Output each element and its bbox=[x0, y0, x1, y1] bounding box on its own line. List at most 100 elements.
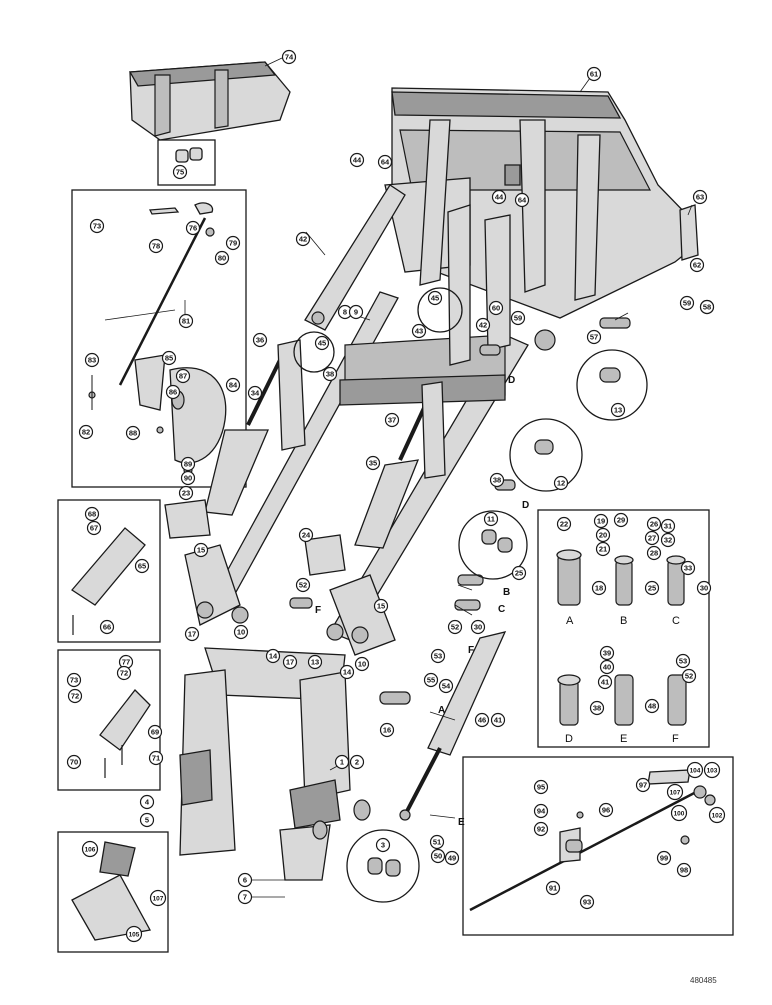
callout-circle bbox=[384, 412, 400, 428]
callout-45: 45 bbox=[314, 335, 330, 351]
callout-circle bbox=[84, 352, 100, 368]
callout-circle bbox=[703, 761, 721, 779]
callout-number: 19 bbox=[597, 517, 605, 526]
callout-83: 83 bbox=[84, 352, 100, 368]
callout-39: 39 bbox=[599, 645, 615, 661]
callout-circle bbox=[89, 218, 105, 234]
callout-circle bbox=[147, 724, 163, 740]
callout-circle bbox=[139, 812, 155, 828]
callout-number: 32 bbox=[664, 536, 672, 545]
callout-circle bbox=[116, 665, 132, 681]
callout-number: 59 bbox=[514, 314, 522, 323]
callout-circle bbox=[610, 402, 626, 418]
callout-circle bbox=[307, 654, 323, 670]
callout-79: 79 bbox=[225, 235, 241, 251]
callout-number: 70 bbox=[70, 758, 78, 767]
callout-number: 27 bbox=[648, 534, 656, 543]
callout-circle bbox=[644, 698, 660, 714]
callout-number: 95 bbox=[537, 783, 545, 792]
callout-number: 37 bbox=[388, 416, 396, 425]
callout-84: 84 bbox=[225, 377, 241, 393]
callout-circle bbox=[533, 821, 549, 837]
callout-75: 75 bbox=[172, 164, 188, 180]
callout-circle bbox=[490, 712, 506, 728]
callout-99: 99 bbox=[656, 850, 672, 866]
callout-number: 33 bbox=[684, 564, 692, 573]
callout-32: 32 bbox=[660, 532, 676, 548]
callout-number: 42 bbox=[299, 235, 307, 244]
callout-42: 42 bbox=[475, 317, 491, 333]
callout-27: 27 bbox=[644, 530, 660, 546]
letter-D-lower: D bbox=[522, 500, 529, 511]
callout-number: 72 bbox=[120, 669, 128, 678]
callout-number: 80 bbox=[218, 254, 226, 263]
callout-95: 95 bbox=[533, 779, 549, 795]
callout-number: 81 bbox=[182, 317, 190, 326]
callout-81: 81 bbox=[178, 313, 194, 329]
callout-number: 20 bbox=[599, 531, 607, 540]
callout-87: 87 bbox=[175, 368, 191, 384]
callout-number: 107 bbox=[153, 896, 164, 903]
callout-90: 90 bbox=[180, 470, 196, 486]
callout-number: 91 bbox=[549, 884, 557, 893]
callout-54: 54 bbox=[438, 678, 454, 694]
callout-number: 102 bbox=[712, 813, 723, 820]
callout-104: 104 bbox=[686, 761, 704, 779]
callout-circle bbox=[444, 850, 460, 866]
callout-number: 14 bbox=[269, 652, 278, 661]
callout-circle bbox=[225, 377, 241, 393]
callout-number: 88 bbox=[129, 429, 137, 438]
callout-number: 38 bbox=[493, 476, 501, 485]
tilt-cylinder bbox=[399, 631, 507, 821]
callout-66: 66 bbox=[99, 619, 115, 635]
callout-number: 83 bbox=[88, 356, 96, 365]
callout-number: 63 bbox=[696, 193, 704, 202]
control-rod-parts bbox=[469, 769, 716, 912]
callout-85: 85 bbox=[161, 350, 177, 366]
callout-number: 64 bbox=[381, 158, 390, 167]
callout-number: 59 bbox=[683, 299, 691, 308]
callout-circle bbox=[488, 300, 504, 316]
callout-circle bbox=[545, 880, 561, 896]
callout-63: 63 bbox=[692, 189, 708, 205]
callout-circle bbox=[339, 664, 355, 680]
letter-C: C bbox=[498, 604, 505, 615]
callout-number: 74 bbox=[285, 53, 294, 62]
callout-53: 53 bbox=[430, 648, 446, 664]
callout-number: 12 bbox=[557, 479, 565, 488]
callout-number: 8 bbox=[343, 308, 347, 317]
callout-65: 65 bbox=[134, 558, 150, 574]
callout-78: 78 bbox=[148, 238, 164, 254]
callout-number: 23 bbox=[182, 489, 190, 498]
callout-43: 43 bbox=[411, 323, 427, 339]
callout-16: 16 bbox=[379, 722, 395, 738]
callout-circle bbox=[553, 475, 569, 491]
callout-41: 41 bbox=[490, 712, 506, 728]
tooth-inset-box-3 bbox=[57, 831, 169, 953]
callout-number: 62 bbox=[693, 261, 701, 270]
callout-93: 93 bbox=[579, 894, 595, 910]
callout-circle bbox=[125, 425, 141, 441]
callout-105: 105 bbox=[125, 925, 143, 943]
callout-circle bbox=[377, 154, 393, 170]
callout-circle bbox=[430, 848, 446, 864]
detail-label-A: A bbox=[566, 615, 574, 627]
callout-number: 105 bbox=[129, 932, 140, 939]
callout-circle bbox=[676, 862, 692, 878]
callout-circle bbox=[579, 894, 595, 910]
callout-number: 100 bbox=[674, 811, 685, 818]
callout-circle bbox=[139, 794, 155, 810]
callout-17: 17 bbox=[282, 654, 298, 670]
callout-36: 36 bbox=[252, 332, 268, 348]
loader-arms-assembly bbox=[164, 184, 631, 705]
callout-number: 26 bbox=[650, 520, 658, 529]
reference-letters: D D B C F F A E bbox=[315, 375, 529, 828]
callout-circle bbox=[314, 335, 330, 351]
callout-46: 46 bbox=[474, 712, 490, 728]
callout-number: 104 bbox=[690, 768, 701, 775]
callout-circle bbox=[295, 231, 311, 247]
callout-circle bbox=[644, 530, 660, 546]
callout-number: 55 bbox=[427, 676, 435, 685]
